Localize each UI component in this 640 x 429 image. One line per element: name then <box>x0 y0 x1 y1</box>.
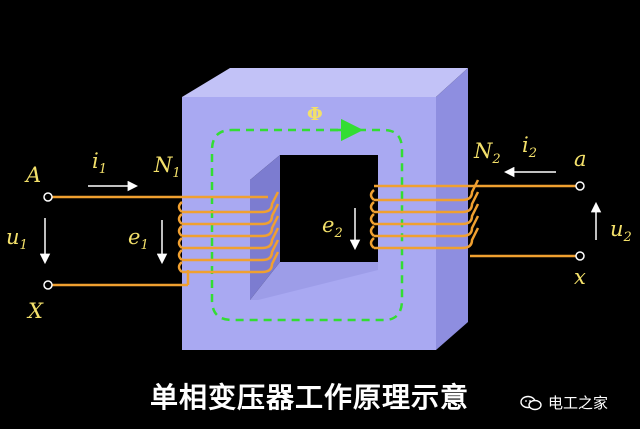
primary-coil-turn-back <box>177 261 183 273</box>
brand-text: 电工之家 <box>548 394 609 412</box>
secondary-coil-turn-back <box>369 225 375 237</box>
flux-label: Φ <box>307 104 323 125</box>
primary-coil-turn <box>182 215 280 238</box>
N1-label: N1 <box>153 153 181 181</box>
wechat-icon <box>520 395 542 410</box>
terminal-X-circle <box>43 280 53 290</box>
primary-coil-turn-back <box>177 213 183 225</box>
terminal-x-label: x <box>574 265 586 289</box>
transformer-core <box>182 68 468 350</box>
u2-label: u2 <box>610 217 632 245</box>
primary-coil-turn-back <box>177 201 183 213</box>
primary-coil-turn-back <box>177 225 183 237</box>
i1-label: i1 <box>92 149 107 177</box>
core-side-face <box>436 68 468 350</box>
terminal-A-label: A <box>24 163 41 187</box>
secondary-coil-turn <box>374 179 480 202</box>
primary-coil-turn <box>182 227 280 250</box>
primary-coil-turn <box>182 251 280 274</box>
terminal-X-label: X <box>26 299 44 323</box>
primary-coil-turn <box>182 203 280 226</box>
i2-label: i2 <box>522 133 537 161</box>
terminal-a-label: a <box>574 147 587 171</box>
window-inner-bottom <box>250 262 378 300</box>
secondary-coil-turn <box>374 191 480 214</box>
magnetic-flux-path <box>210 128 404 322</box>
secondary-coil-turn-back <box>369 213 375 225</box>
e1-label: e1 <box>128 225 149 253</box>
diagram-caption: 单相变压器工作原理示意 <box>150 381 470 414</box>
primary-coil-turn-back <box>177 237 183 249</box>
core-top-face <box>182 68 468 97</box>
secondary-coil-turn-back <box>369 201 375 213</box>
secondary-coil-turn-back <box>369 237 375 249</box>
secondary-coil-turn <box>374 215 480 238</box>
secondary-coil-turn-back <box>369 189 375 201</box>
terminal-a-circle <box>575 181 585 191</box>
terminal-A-circle <box>43 192 53 202</box>
secondary-coil-turn <box>374 227 480 250</box>
primary-coil <box>177 191 280 274</box>
terminal-x-circle <box>575 251 585 261</box>
brand-watermark: 电工之家 <box>520 392 608 413</box>
primary-coil-turn <box>182 191 280 214</box>
secondary-coil <box>369 179 480 250</box>
e2-label: e2 <box>322 213 343 241</box>
primary-coil-turn <box>182 239 280 262</box>
u1-label: u1 <box>6 225 28 253</box>
primary-coil-turn-back <box>177 249 183 261</box>
N2-label: N2 <box>473 139 501 167</box>
secondary-coil-turn <box>374 203 480 226</box>
